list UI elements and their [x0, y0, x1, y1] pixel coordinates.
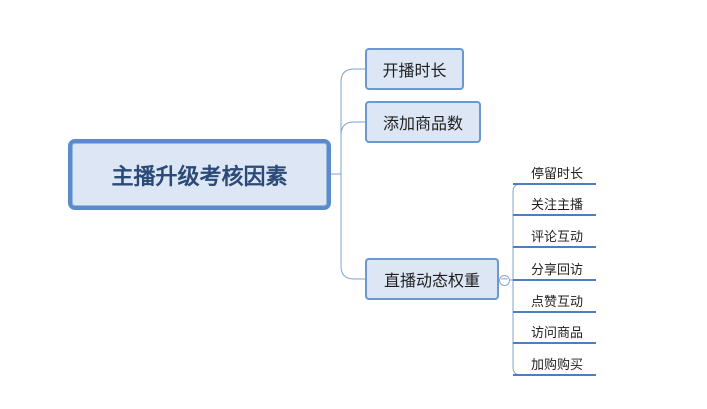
- leaf-topic-7[interactable]: 加购购买: [531, 357, 584, 373]
- branch-topic-2[interactable]: 添加商品数: [365, 101, 481, 143]
- branch-topic-1[interactable]: 开播时长: [365, 48, 464, 90]
- root-topic[interactable]: 主播升级考核因素: [68, 139, 331, 210]
- leaf-topic-4[interactable]: 分享回访: [531, 262, 584, 278]
- leaf-topic-1[interactable]: 停留时长: [531, 166, 584, 182]
- connector-leaf-1: [512, 183, 522, 193]
- leaf-topic-2[interactable]: 关注主播: [531, 197, 584, 213]
- connector-root-branch2: [340, 121, 365, 136]
- leaf-topic-5[interactable]: 点赞互动: [531, 294, 584, 310]
- leaf-topic-6[interactable]: 访问商品: [531, 325, 584, 341]
- leaf-topic-3[interactable]: 评论互动: [531, 229, 584, 245]
- connector-root-branch1: [331, 68, 365, 175]
- connector-root-branch3: [340, 174, 365, 280]
- branch-topic-3[interactable]: 直播动态权重: [365, 258, 499, 300]
- collapse-toggle-icon[interactable]: −: [499, 274, 510, 286]
